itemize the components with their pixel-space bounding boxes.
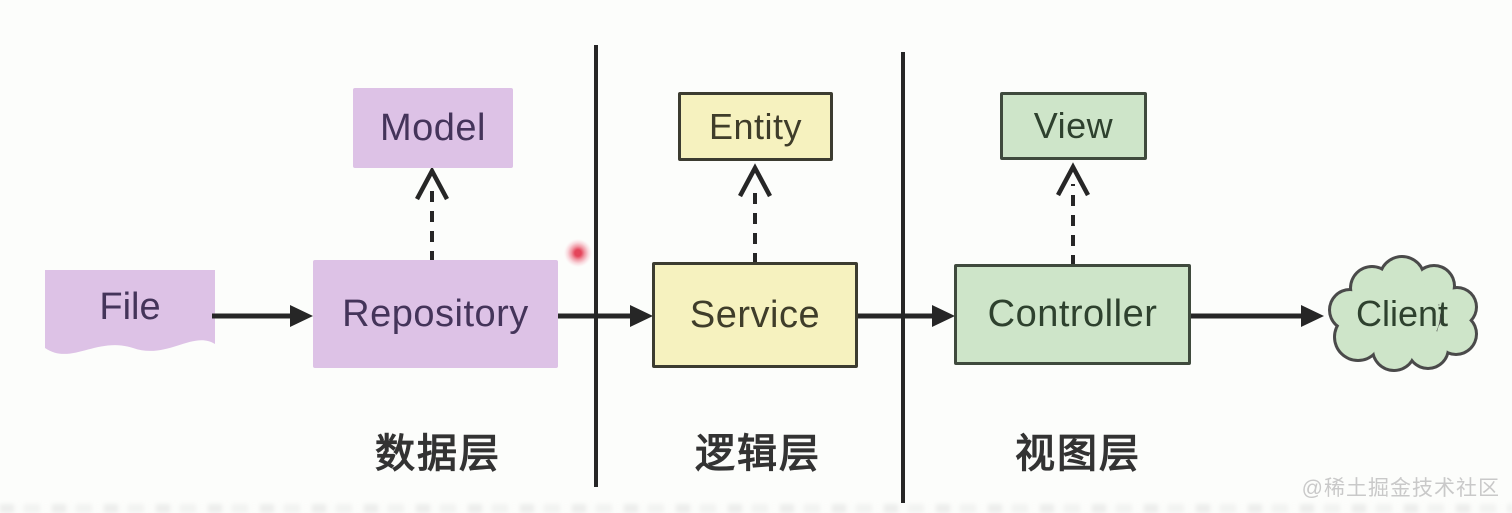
view-node-label: View <box>1033 105 1114 146</box>
model-node-label: Model <box>380 106 486 149</box>
bottom-edge-artifact <box>0 504 1512 513</box>
entity-node-label: Entity <box>708 105 803 147</box>
layer-divider-data-logic <box>594 45 598 487</box>
service-node-label: Service <box>689 293 821 336</box>
dashed-arrow-service-to-entity <box>738 163 772 264</box>
model-node: Model <box>353 88 513 168</box>
dashed-arrow-controller-to-view <box>1056 162 1090 266</box>
arrow-file-to-repository <box>212 305 313 327</box>
controller-node-label: Controller <box>987 293 1158 335</box>
file-document-shape <box>45 270 215 354</box>
layer-caption-logic: 逻辑层 <box>695 432 821 476</box>
arrow-controller-to-client <box>1189 305 1324 327</box>
repository-node: Repository <box>313 260 558 368</box>
laser-pointer-dot-icon <box>564 239 592 267</box>
layer-caption-data: 数据层 <box>375 432 501 476</box>
watermark: @稀土掘金技术社区 <box>1301 477 1500 500</box>
service-node: Service <box>652 262 858 368</box>
client-cloud-shape <box>1328 255 1478 372</box>
repository-node-label: Repository <box>342 292 529 335</box>
layer-divider-logic-view <box>901 52 905 503</box>
cloud-fill <box>1331 258 1475 369</box>
dashed-arrow-repository-to-model <box>415 166 449 262</box>
layer-caption-view: 视图层 <box>1015 432 1141 476</box>
arrow-repository-to-service <box>556 305 653 327</box>
arrow-service-to-controller <box>856 305 955 327</box>
controller-node: Controller <box>954 264 1191 365</box>
entity-node: Entity <box>678 92 833 161</box>
client-node-label: Client <box>1355 293 1449 334</box>
file-node-label: File <box>99 285 161 328</box>
view-node: View <box>1000 92 1147 160</box>
